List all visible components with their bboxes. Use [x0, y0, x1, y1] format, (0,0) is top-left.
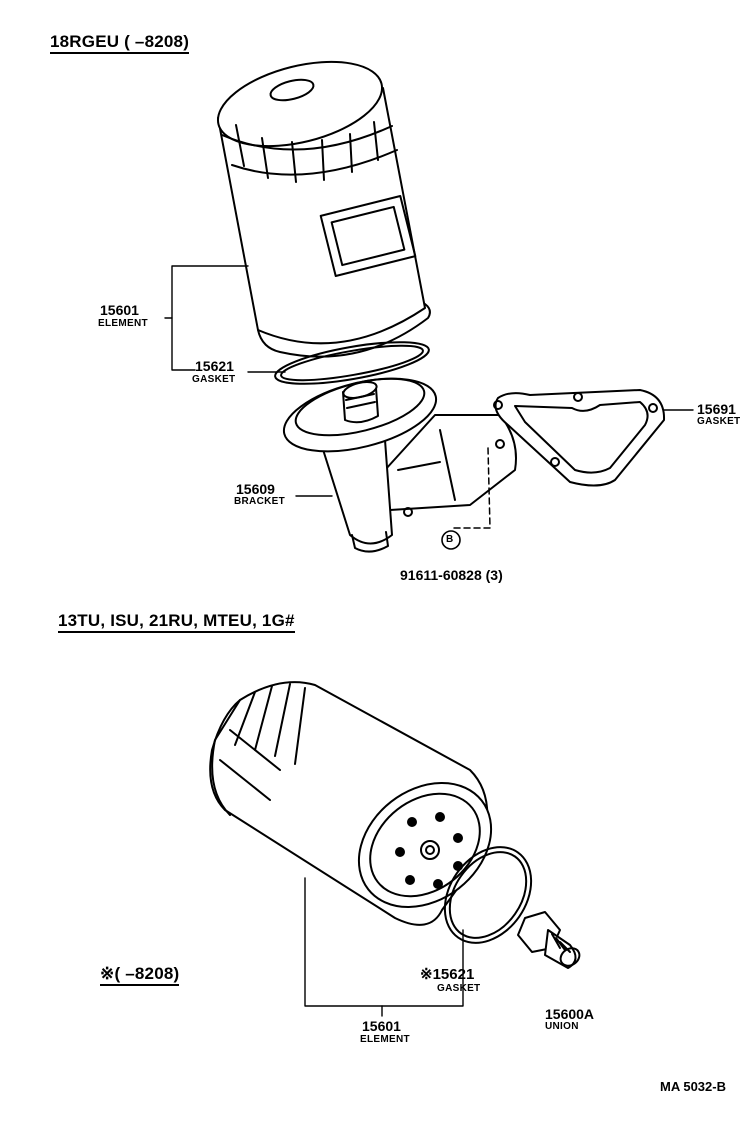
part-number-gasket-bracket: 15691 — [697, 401, 736, 417]
part-name-element-top: ELEMENT — [98, 318, 148, 329]
model-header-top: 18RGEU ( –8208) — [50, 33, 190, 54]
part-name-bracket: BRACKET — [234, 496, 285, 507]
oil-filter-bracket — [282, 377, 517, 553]
gasket-ring-bottom — [443, 846, 533, 944]
oil-filter-element-top — [216, 60, 431, 358]
bolt-marker-letter: B — [446, 534, 454, 545]
part-number-bolt: 91611-60828 (3) — [400, 567, 503, 583]
part-number-gasket-top: 15621 — [195, 358, 234, 374]
model-header-bottom: 13TU, ISU, 21RU, MTEU, 1G# — [58, 612, 295, 633]
part-number-union: 15600A — [545, 1006, 595, 1022]
part-name-gasket-top: GASKET — [192, 374, 236, 385]
part-number-gasket-bottom: ※15621 — [420, 966, 475, 983]
part-name-gasket-bottom: GASKET — [437, 983, 481, 994]
bolt-callout-line — [451, 447, 491, 529]
leader-lines-top — [164, 265, 694, 497]
part-name-element-bottom: ELEMENT — [360, 1034, 410, 1045]
part-number-bracket: 15609 — [236, 481, 275, 497]
diagram-code: MA 5032-B — [660, 1079, 726, 1094]
note-header: ※( –8208) — [100, 965, 180, 986]
leader-lines-bottom — [304, 877, 464, 1017]
part-name-gasket-bracket: GASKET — [697, 416, 741, 427]
oil-union-fitting — [517, 911, 581, 969]
bracket-gasket-plate — [493, 389, 666, 487]
part-name-union: UNION — [545, 1021, 579, 1032]
gasket-ring-top — [274, 341, 430, 385]
oil-filter-element-bottom — [209, 681, 493, 926]
part-number-element-bottom: 15601 — [362, 1018, 401, 1034]
bolt-marker-circle — [441, 530, 461, 550]
part-number-element-top: 15601 — [100, 302, 139, 318]
